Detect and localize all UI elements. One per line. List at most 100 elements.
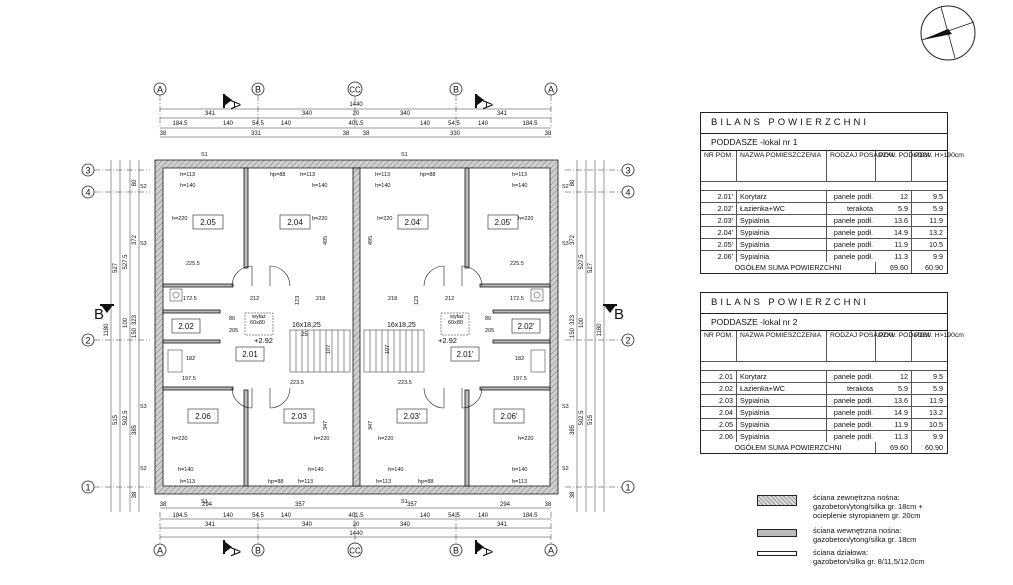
table-cell-name: Sypialnia [737, 395, 827, 406]
svg-text:182: 182 [515, 356, 524, 362]
svg-text:+2.92: +2.92 [254, 336, 273, 345]
table-cell-area190: 10.5 [929, 420, 943, 429]
svg-text:2: 2 [625, 336, 630, 346]
svg-text:B: B [255, 546, 261, 556]
area-table-unit-2: BILANS POWIERZCHNI PODDASZE -lokal nr 2 … [700, 292, 964, 454]
table-cell-area190: 13.2 [929, 228, 943, 237]
table-cell-area190: 5.9 [933, 384, 943, 393]
table-cell-area: 12 [876, 191, 912, 202]
axis-bottom-2: B [251, 543, 265, 557]
svg-text:wyłaz: wyłaz [449, 314, 464, 320]
svg-text:38: 38 [545, 131, 552, 137]
svg-text:h=113: h=113 [512, 172, 527, 178]
svg-text:2.05': 2.05' [494, 218, 512, 227]
svg-text:16x18,25: 16x18,25 [387, 322, 416, 329]
table-cell-nr: 2.02 [701, 383, 737, 394]
legend-line: gazobeton/ytong/silka gr. 18cm [813, 535, 917, 544]
table-cell-floor: panele podł. [833, 228, 873, 237]
svg-text:38: 38 [132, 491, 138, 498]
axis-bottom-4: B [449, 543, 463, 557]
svg-text:527: 527 [588, 262, 594, 273]
svg-text:2.03': 2.03' [403, 412, 421, 421]
svg-text:54.5: 54.5 [448, 513, 460, 519]
table-cell-floor: panele podł. [833, 396, 873, 405]
svg-text:205: 205 [229, 328, 238, 334]
svg-text:S3: S3 [140, 404, 147, 410]
svg-text:h=113: h=113 [512, 479, 527, 485]
svg-text:341: 341 [497, 111, 508, 117]
svg-text:80: 80 [229, 316, 235, 322]
svg-text:A: A [228, 100, 244, 110]
svg-text:2.02': 2.02' [517, 322, 535, 331]
svg-text:hp=88: hp=88 [420, 172, 435, 178]
col-area: POW. PODŁOGI [876, 331, 930, 361]
svg-text:S2: S2 [562, 184, 569, 190]
svg-text:340: 340 [302, 522, 313, 528]
col-area190: POW. H>190cm [915, 332, 964, 339]
table-cell-name: Sypialnia [737, 239, 827, 250]
col-area190: POW. H>190cm [915, 152, 964, 159]
svg-text:330: 330 [450, 131, 461, 137]
legend-title-exterior: ściana zewnętrzna nośna: [813, 493, 900, 502]
table-title: BILANS POWIERZCHNI [701, 113, 947, 134]
svg-text:197.5: 197.5 [182, 376, 196, 382]
svg-text:h=113: h=113 [180, 479, 195, 485]
svg-text:16x18,25: 16x18,25 [292, 322, 321, 329]
table-cell-area: 14.9 [876, 407, 912, 418]
axis-right-2: 2 [621, 333, 635, 347]
svg-text:172.5: 172.5 [510, 296, 524, 302]
svg-text:140: 140 [223, 513, 234, 519]
table-cell-floor: panele podł. [833, 240, 873, 249]
svg-text:38: 38 [160, 131, 167, 137]
svg-text:140: 140 [281, 513, 292, 519]
svg-text:100: 100 [123, 317, 129, 328]
col-nr: NR POM. [701, 151, 737, 181]
axis-top-5: A [544, 82, 558, 96]
axis-bottom-5: A [544, 543, 558, 557]
svg-text:2.06: 2.06 [195, 412, 211, 421]
svg-text:223.5: 223.5 [290, 380, 304, 386]
svg-text:515: 515 [588, 414, 594, 425]
axis-left-2: 2 [81, 333, 95, 347]
table-cell-area: 12 [876, 371, 912, 382]
table-cell-name: Sypialnia [737, 431, 827, 442]
svg-text:123: 123 [295, 296, 301, 305]
svg-text:385: 385 [132, 424, 138, 435]
svg-text:140: 140 [281, 121, 292, 127]
table-cell-floor: panele podł. [833, 408, 873, 417]
svg-text:h=220: h=220 [377, 216, 392, 222]
table-cell-area: 11.3 [876, 431, 912, 442]
svg-text:347: 347 [323, 421, 329, 430]
svg-text:212: 212 [250, 296, 259, 302]
table-title: BILANS POWIERZCHNI [701, 293, 947, 314]
svg-text:331: 331 [251, 131, 262, 137]
svg-text:294: 294 [202, 502, 213, 508]
axis-right-3: 3 [621, 163, 635, 177]
svg-text:2.04': 2.04' [404, 218, 422, 227]
table-cell-area: 13.6 [876, 395, 912, 406]
svg-text:h=113: h=113 [376, 479, 391, 485]
table-cell-floor: panele podł. [833, 372, 873, 381]
svg-text:2.03: 2.03 [291, 412, 307, 421]
svg-text:CC: CC [349, 547, 361, 556]
svg-text:h=113: h=113 [300, 172, 315, 178]
svg-text:347: 347 [368, 421, 374, 430]
legend-title-interior: ściana wewnętrzna nośna: [813, 526, 902, 535]
svg-text:223.5: 223.5 [398, 380, 412, 386]
table-cell-floor: panele podł. [833, 420, 873, 429]
table-cell-nr: 2.03' [701, 215, 737, 226]
svg-text:527.5: 527.5 [123, 254, 129, 270]
svg-text:140: 140 [223, 121, 234, 127]
svg-text:B: B [255, 85, 261, 95]
table-cell-nr: 2.06' [701, 251, 737, 262]
svg-text:60x80: 60x80 [250, 320, 265, 326]
table-cell-name: Łazienka+WC [737, 383, 827, 394]
svg-text:20: 20 [353, 522, 360, 528]
axis-top-4: B [449, 82, 463, 96]
svg-text:150: 150 [570, 327, 576, 338]
svg-text:123: 123 [414, 296, 420, 305]
axis-left-1: 1 [81, 480, 95, 494]
